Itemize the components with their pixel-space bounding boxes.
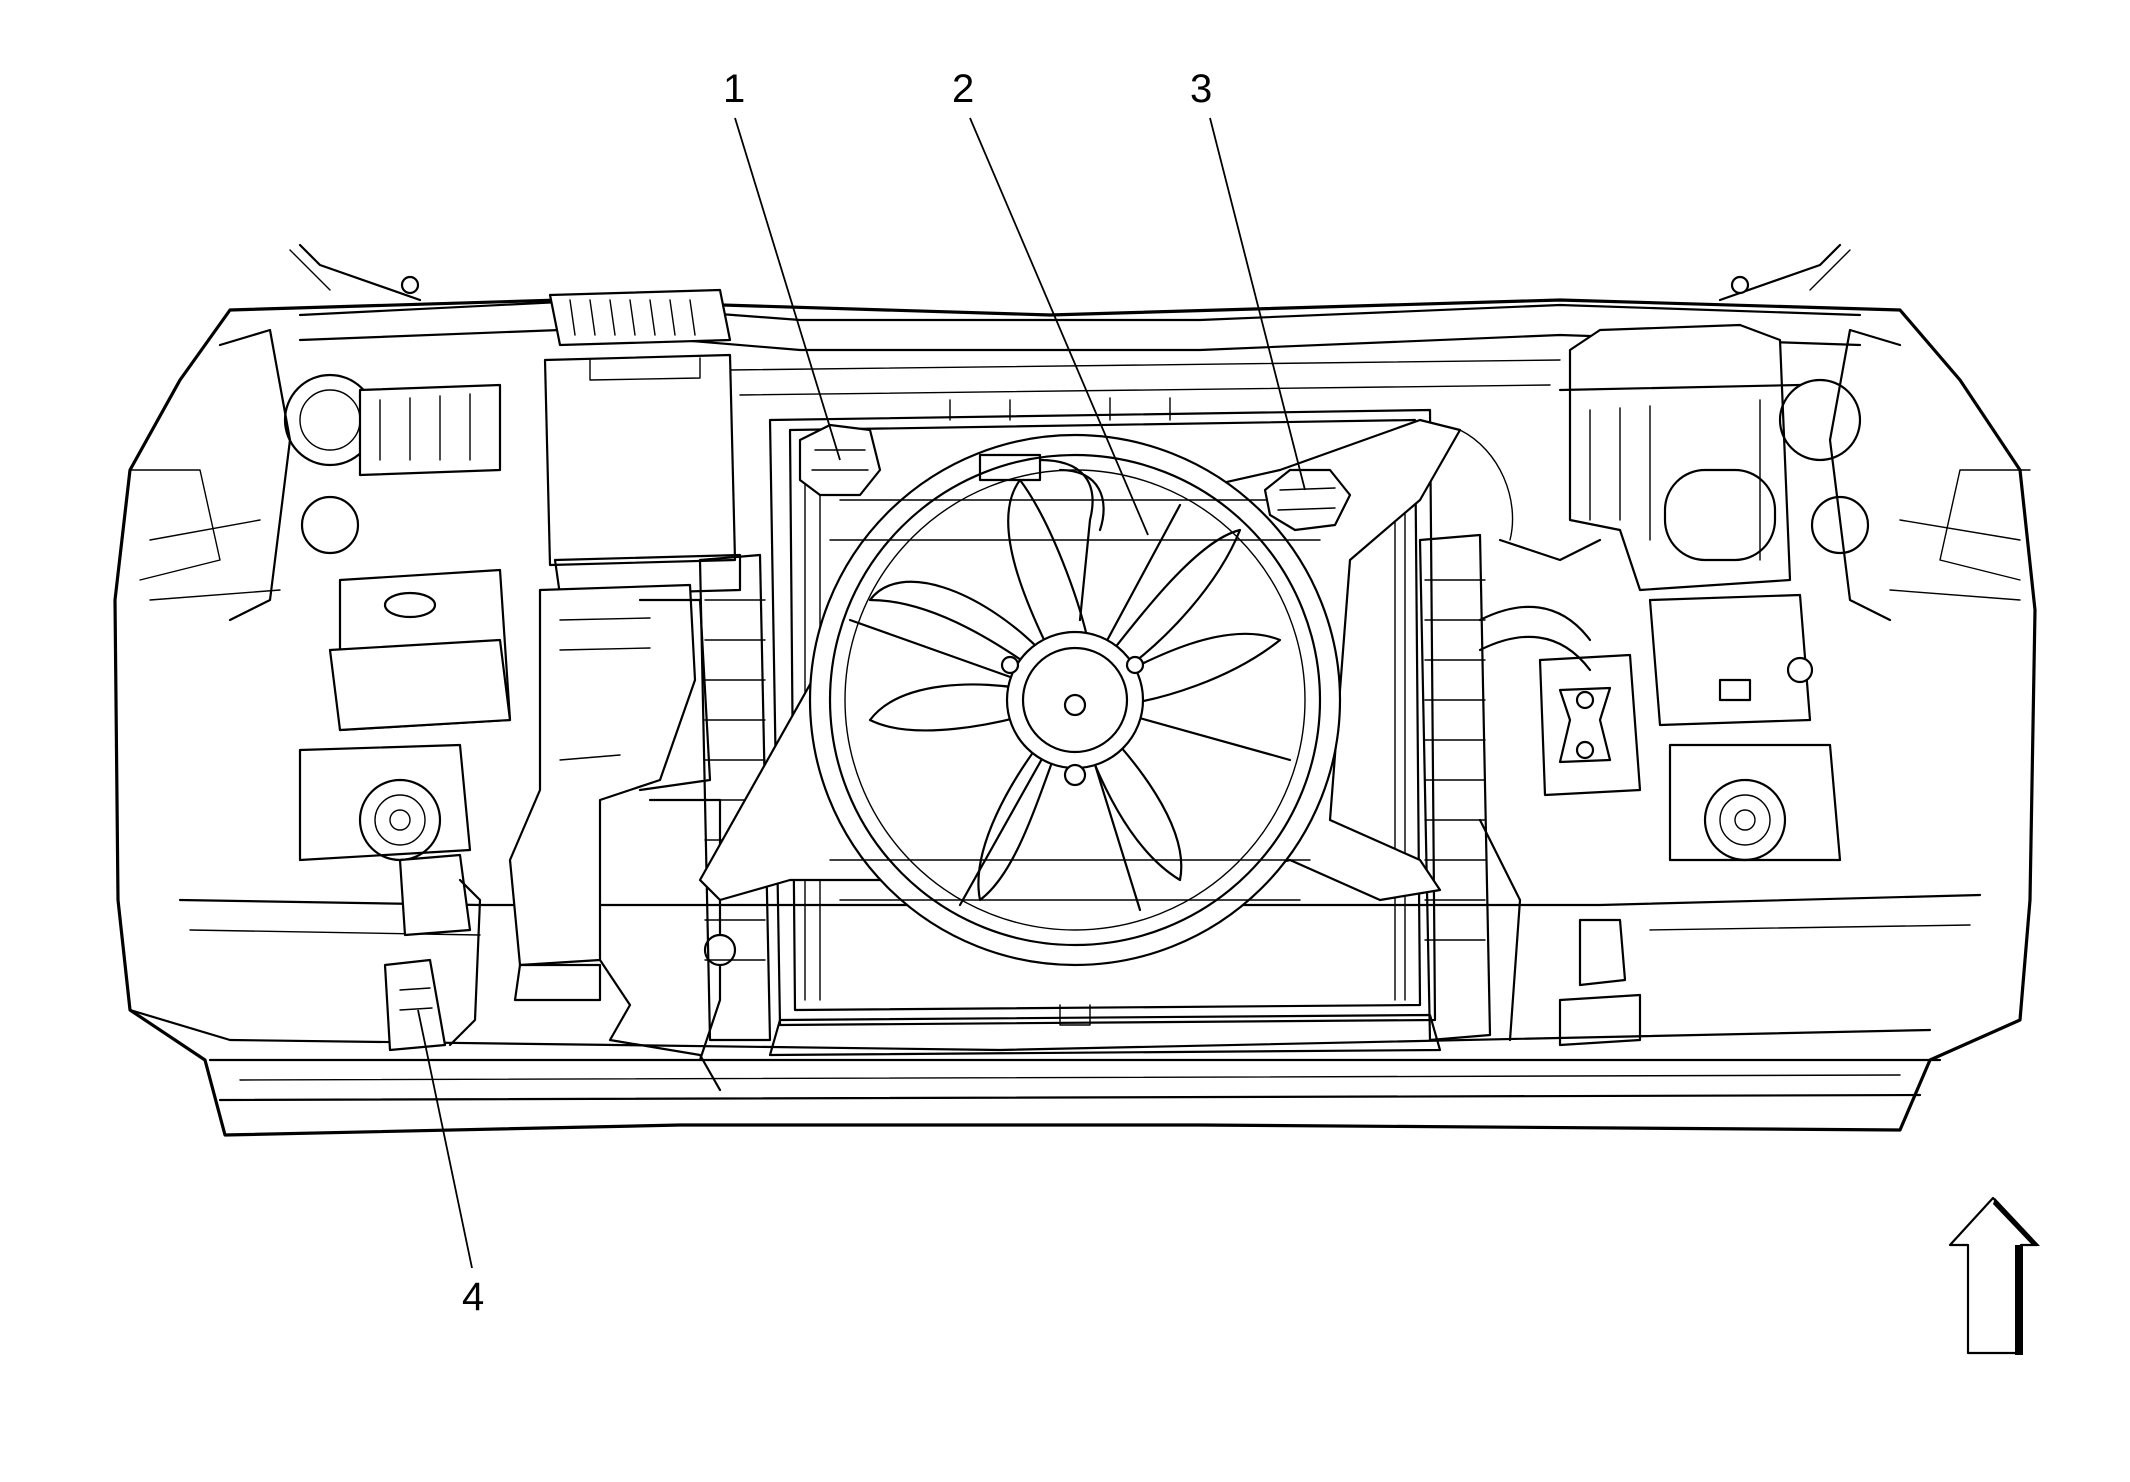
leader-lines	[417, 117, 1306, 1269]
right-air-filter-box	[1558, 323, 1802, 592]
left-headlamp-area	[218, 328, 512, 862]
component-3-connector	[1263, 468, 1352, 532]
leader-3	[1209, 117, 1306, 491]
cooling-fan	[829, 453, 1321, 912]
component-4-module	[383, 853, 482, 1052]
callout-2: 2	[952, 67, 974, 111]
right-bracket-module	[1538, 593, 1814, 797]
engine-control-module	[543, 288, 742, 597]
right-headlamp-area	[1668, 328, 1902, 862]
arrow-up-icon	[1948, 1196, 2040, 1355]
callout-3: 3	[1190, 67, 1212, 111]
leader-2	[969, 117, 1149, 536]
left-air-duct	[508, 583, 712, 1002]
callout-1: 1	[723, 67, 745, 111]
right-hoses	[1459, 429, 1602, 672]
lower-right-frame	[1478, 818, 1642, 1047]
leader-1	[734, 117, 841, 461]
callout-4: 4	[462, 1275, 484, 1319]
leader-4	[417, 1009, 473, 1269]
front-bumper	[113, 298, 2037, 1137]
